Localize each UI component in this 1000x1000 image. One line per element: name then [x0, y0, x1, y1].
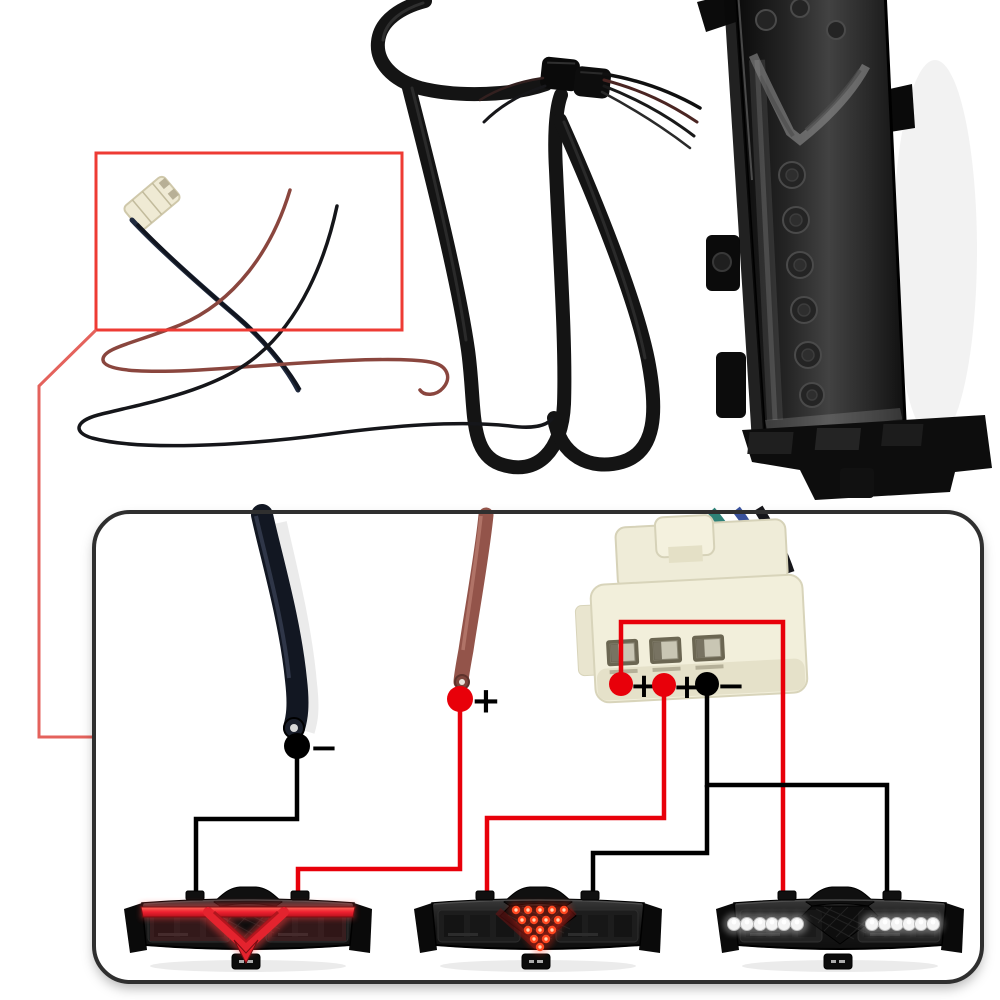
product-photo-area	[37, 0, 992, 739]
harness-cable-photo	[370, 0, 661, 475]
taillight-red-led	[413, 886, 663, 973]
power-wire-photo	[453, 507, 494, 690]
connector-terminals	[606, 634, 725, 675]
callout	[37, 151, 404, 739]
pin1-dot	[609, 672, 633, 696]
pin1-route	[618, 619, 786, 894]
taillight-unit-photo	[697, 0, 992, 500]
pin2-route	[484, 692, 667, 894]
ground-wire-route	[193, 752, 300, 894]
callout-leader-line	[37, 328, 98, 739]
pigtail-harness-photo	[77, 175, 554, 448]
inline-junction-connector	[540, 56, 612, 99]
power-wire-route	[295, 706, 463, 894]
pin3-route-b	[590, 785, 710, 894]
power-dot	[447, 686, 473, 712]
taillight-brake-bar	[123, 886, 373, 973]
pin3-dot	[695, 672, 719, 696]
callout-rectangle	[94, 151, 404, 332]
ground-dot	[284, 733, 310, 759]
polarity-markers: − + + + −	[284, 666, 745, 768]
white-led-cluster	[723, 913, 944, 935]
pin2-dot	[652, 673, 676, 697]
routing-lines	[193, 619, 890, 894]
taillight-white-led	[715, 886, 965, 973]
led-reflector-dots	[755, 0, 846, 408]
red-led-cluster	[508, 902, 572, 955]
pin3-sign: −	[717, 666, 746, 706]
ground-wire-photo	[251, 504, 319, 739]
power-sign: +	[471, 681, 501, 722]
panel-border	[92, 510, 984, 984]
ground-sign: −	[310, 728, 339, 768]
pin3-route-a	[704, 692, 890, 894]
diagram-panel: − + + + −	[92, 504, 984, 984]
junction-fanout-wires	[478, 72, 702, 150]
